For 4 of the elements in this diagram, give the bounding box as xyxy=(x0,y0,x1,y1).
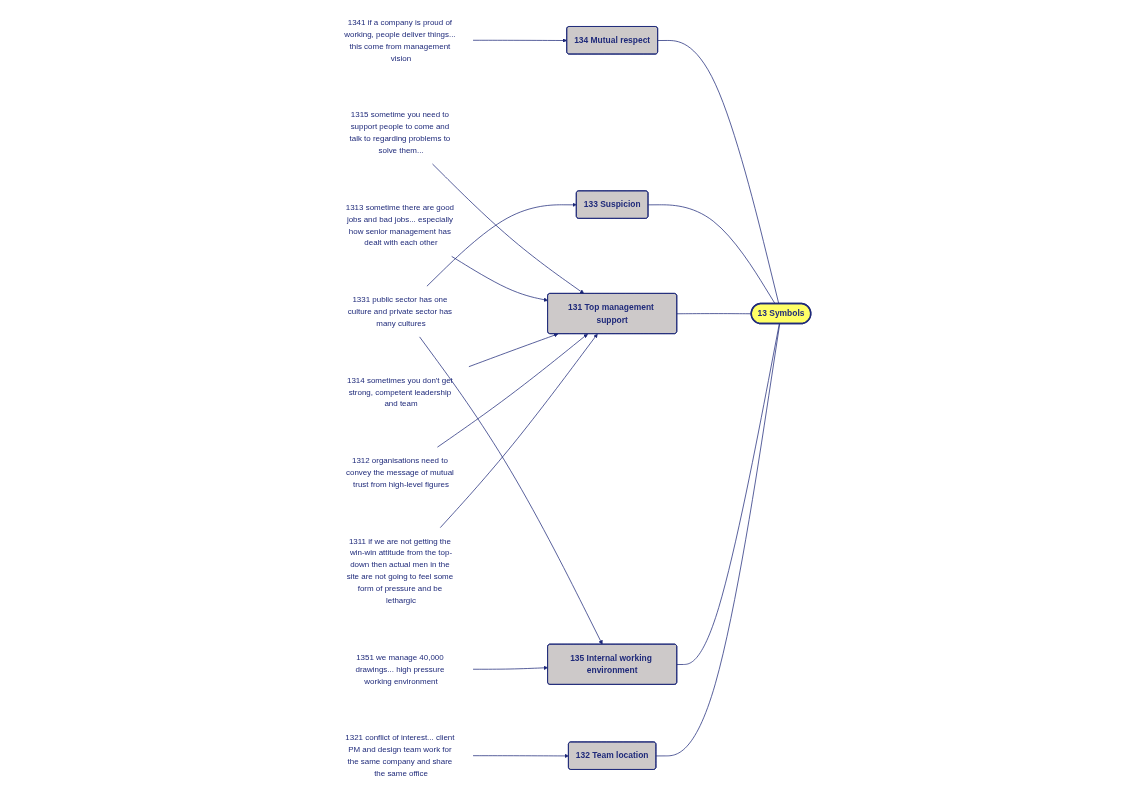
connector xyxy=(655,323,781,757)
connector xyxy=(657,40,780,305)
connector xyxy=(676,323,780,665)
connector xyxy=(648,204,776,305)
